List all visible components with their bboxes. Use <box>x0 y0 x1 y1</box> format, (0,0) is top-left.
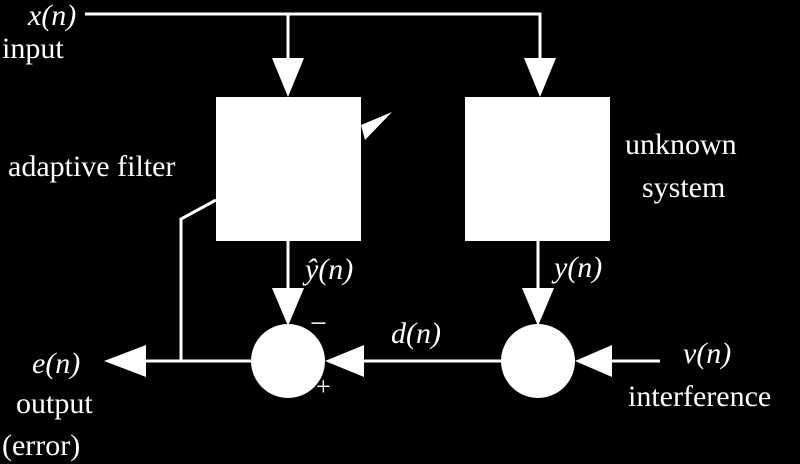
unknown-system-label-line1: unknown <box>625 128 737 161</box>
arrow-yhat-into-sum <box>272 288 304 326</box>
unknown-system-label-line2: system <box>642 171 725 204</box>
input-label: input <box>2 32 64 65</box>
arrow-v-into-sum <box>575 345 612 377</box>
adaptation-arrowhead <box>361 112 392 140</box>
block-output-wires <box>286 241 540 290</box>
adaptive-filter-block <box>216 97 361 241</box>
horizontal-wires <box>145 198 660 363</box>
error-signal-label: e(n) <box>32 347 80 380</box>
arrow-into-unknown-system <box>524 58 556 97</box>
v-signal-label: v(n) <box>683 337 731 370</box>
interference-label: interference <box>628 380 771 413</box>
error-label: (error) <box>2 429 80 462</box>
arrow-into-adaptive-filter <box>272 58 304 97</box>
arrow-y-into-sum <box>522 288 554 326</box>
error-summing-junction <box>251 324 325 398</box>
y-signal-label: y(n) <box>551 251 602 284</box>
unknown-system-block <box>465 97 610 241</box>
adaptive-filter-label: adaptive filter <box>8 150 175 183</box>
input-wires <box>85 12 542 60</box>
plus-sign: + <box>316 372 331 401</box>
arrow-error-output <box>104 345 146 377</box>
output-label: output <box>16 387 93 420</box>
arrow-d-into-sum <box>325 345 364 377</box>
input-signal-label: x(n) <box>27 0 76 32</box>
interference-summing-junction <box>501 324 575 398</box>
minus-sign: − <box>310 307 327 340</box>
d-signal-label: d(n) <box>391 317 441 350</box>
yhat-signal-label: ŷ(n) <box>302 253 353 286</box>
